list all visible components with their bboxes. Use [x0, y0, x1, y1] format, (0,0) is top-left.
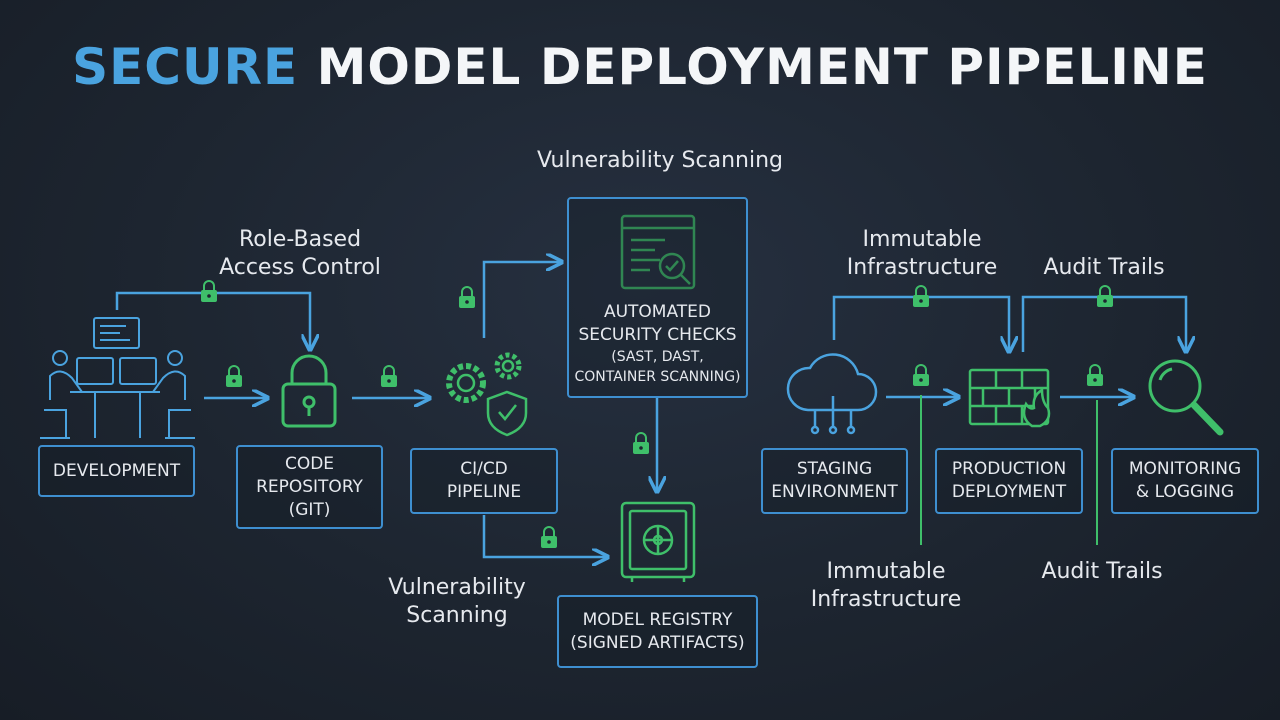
arrow-cicd-to-checks: [482, 262, 560, 338]
node-code-repository: CODE REPOSITORY (GIT): [236, 445, 383, 529]
node-code-repository-label: CODE REPOSITORY (GIT): [256, 453, 363, 520]
firewall-icon: [968, 368, 1051, 428]
developers-at-desk-icon: [40, 317, 195, 439]
lock-icon: [632, 432, 650, 455]
lock-icon: [1096, 285, 1114, 308]
lock-icon: [458, 286, 476, 309]
label-vulnerability-scanning-top: Vulnerability Scanning: [536, 148, 783, 173]
lock-icon: [1086, 364, 1104, 387]
gears-shield-icon: [446, 352, 528, 437]
node-cicd-pipeline: CI/CD PIPELINE: [410, 448, 558, 514]
node-automated-security-checks: AUTOMATED SECURITY CHECKS (SAST, DAST, C…: [567, 197, 748, 398]
node-production-deployment: PRODUCTION DEPLOYMENT: [935, 448, 1083, 514]
code-scan-window-icon: [620, 214, 696, 290]
label-audit-trails-bottom: Audit Trails: [1041, 559, 1163, 584]
label-rbac: Role-Based Access Control: [219, 227, 381, 280]
node-monitoring-logging: MONITORING & LOGGING: [1111, 448, 1259, 514]
node-model-registry: MODEL REGISTRY (SIGNED ARTIFACTS): [557, 595, 758, 668]
page-title: SECURE MODEL DEPLOYMENT PIPELINE: [0, 38, 1280, 96]
node-development: DEVELOPMENT: [38, 445, 195, 497]
node-staging-environment-label: STAGING ENVIRONMENT: [771, 459, 898, 502]
vault-safe-icon: [620, 501, 696, 582]
lock-icon: [200, 280, 218, 303]
lock-icon: [912, 364, 930, 387]
node-model-registry-label: MODEL REGISTRY (SIGNED ARTIFACTS): [570, 609, 745, 653]
node-staging-environment: STAGING ENVIRONMENT: [761, 448, 908, 514]
padlock-icon: [281, 354, 337, 428]
lock-icon: [225, 365, 243, 388]
arrow-cicd-to-registry: [482, 515, 606, 557]
label-vulnerability-scanning-bottom: Vulnerability Scanning: [388, 575, 526, 628]
lock-icon: [540, 526, 558, 549]
cloud-network-icon: [786, 353, 878, 435]
label-audit-trails-top: Audit Trails: [1043, 255, 1165, 280]
node-automated-security-checks-sub: (SAST, DAST, CONTAINER SCANNING): [574, 349, 741, 385]
lock-icon: [912, 285, 930, 308]
label-immutable-infrastructure-bottom: Immutable Infrastructure: [810, 559, 962, 612]
node-monitoring-logging-label: MONITORING & LOGGING: [1128, 459, 1242, 502]
node-production-deployment-label: PRODUCTION DEPLOYMENT: [951, 459, 1067, 502]
node-automated-security-checks-title: AUTOMATED SECURITY CHECKS: [578, 302, 737, 345]
title-accent: SECURE: [72, 38, 299, 96]
lock-icon: [380, 365, 398, 388]
magnifier-icon: [1148, 359, 1224, 436]
label-immutable-infrastructure-top: Immutable Infrastructure: [846, 227, 998, 280]
node-cicd-pipeline-label: CI/CD PIPELINE: [446, 459, 522, 502]
title-rest: MODEL DEPLOYMENT PIPELINE: [316, 38, 1208, 96]
node-development-label: DEVELOPMENT: [52, 460, 181, 481]
